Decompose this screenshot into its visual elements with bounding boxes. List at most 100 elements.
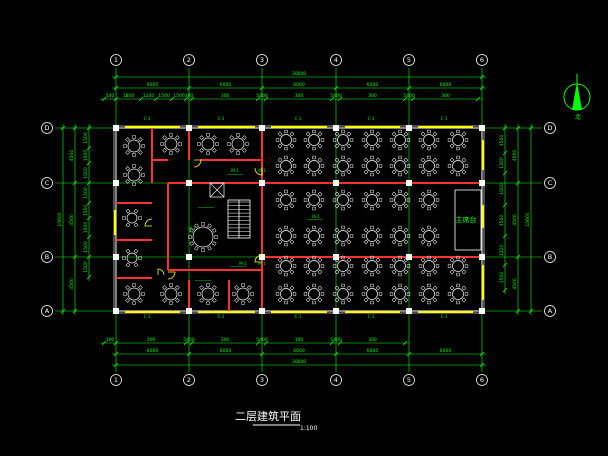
- chair: [289, 191, 295, 197]
- table-top: [337, 260, 349, 272]
- chair: [132, 301, 136, 305]
- wall-layer: [113, 125, 485, 314]
- axis-bubble: [544, 305, 556, 317]
- chair: [363, 269, 369, 275]
- dim-top-bays-text: 6000: [440, 82, 452, 88]
- axis-label: 4: [334, 56, 338, 64]
- chair: [432, 191, 438, 197]
- chair: [305, 227, 311, 233]
- axis-bubble: [110, 374, 122, 386]
- chair: [162, 285, 167, 290]
- chair: [284, 225, 288, 230]
- axis-label: 2: [187, 56, 191, 64]
- chair: [289, 131, 295, 137]
- round-table: [303, 225, 325, 247]
- structural-column: [113, 308, 119, 314]
- dim-right-details-text: 1200: [499, 157, 505, 169]
- table-top: [337, 230, 349, 242]
- table-top: [423, 134, 435, 146]
- chair: [201, 222, 205, 226]
- chair: [334, 269, 340, 275]
- round-table: [361, 255, 383, 277]
- chair: [289, 297, 295, 303]
- axis-label: 1: [114, 376, 118, 384]
- chair: [234, 285, 239, 290]
- chair: [178, 142, 182, 146]
- chair: [122, 216, 126, 220]
- chair: [199, 135, 204, 140]
- table-top: [452, 160, 464, 172]
- structural-column: [333, 125, 339, 131]
- chair: [341, 255, 345, 260]
- chair: [334, 143, 340, 149]
- round-table: [303, 189, 325, 211]
- chair: [349, 234, 354, 238]
- chair: [432, 269, 438, 275]
- table-top: [366, 134, 378, 146]
- axis-bubble: [110, 54, 122, 66]
- chair: [456, 272, 460, 277]
- chair: [349, 198, 354, 202]
- chair: [277, 143, 283, 149]
- chair: [227, 142, 231, 146]
- structural-column: [186, 125, 192, 131]
- window-tag: C-1: [295, 314, 302, 319]
- round-table: [361, 283, 383, 305]
- chair: [378, 292, 383, 296]
- chair: [125, 248, 131, 254]
- dim-right-details-text: 1200: [499, 245, 505, 257]
- chair: [284, 206, 288, 211]
- door-tag: M-1: [239, 261, 247, 266]
- round-table: [332, 189, 354, 211]
- chair: [403, 157, 409, 163]
- chair: [363, 191, 369, 197]
- chair: [133, 222, 139, 228]
- chair: [289, 169, 295, 175]
- chair: [305, 203, 311, 209]
- chair: [427, 206, 431, 211]
- round-table: [361, 129, 383, 151]
- chair: [125, 208, 131, 214]
- chair: [432, 143, 438, 149]
- door-swing: [144, 218, 153, 227]
- chair: [320, 198, 325, 202]
- axis-bubble: [476, 54, 488, 66]
- dim-left-details-text: 1500: [83, 187, 89, 199]
- chair: [334, 257, 340, 263]
- chair: [420, 203, 426, 209]
- chair: [346, 203, 352, 209]
- structural-column: [406, 308, 412, 314]
- door-tag: M-1: [258, 168, 266, 173]
- window-tag: C-1: [295, 116, 302, 121]
- dim-tick: [502, 287, 508, 293]
- chair: [418, 234, 423, 238]
- round-table: [160, 283, 182, 305]
- chair: [312, 172, 316, 177]
- chair: [420, 169, 426, 175]
- table-top: [164, 287, 178, 301]
- round-table: [303, 255, 325, 277]
- chair: [125, 179, 130, 184]
- chair: [427, 146, 431, 151]
- chair: [370, 206, 374, 211]
- chair: [435, 198, 440, 202]
- axis-label: B: [548, 253, 552, 261]
- chair: [125, 166, 130, 171]
- chair: [346, 169, 352, 175]
- chair: [206, 301, 210, 305]
- chair: [317, 131, 323, 137]
- door-swing: [193, 159, 202, 168]
- chair: [132, 182, 136, 186]
- chair: [175, 148, 180, 153]
- chair: [349, 292, 354, 296]
- chair: [178, 292, 182, 296]
- chair: [245, 142, 249, 146]
- chair: [420, 297, 426, 303]
- chair: [305, 257, 311, 263]
- chair: [346, 297, 352, 303]
- structural-column: [406, 125, 412, 131]
- chair: [236, 151, 240, 155]
- chair: [435, 164, 440, 168]
- chair: [199, 298, 204, 303]
